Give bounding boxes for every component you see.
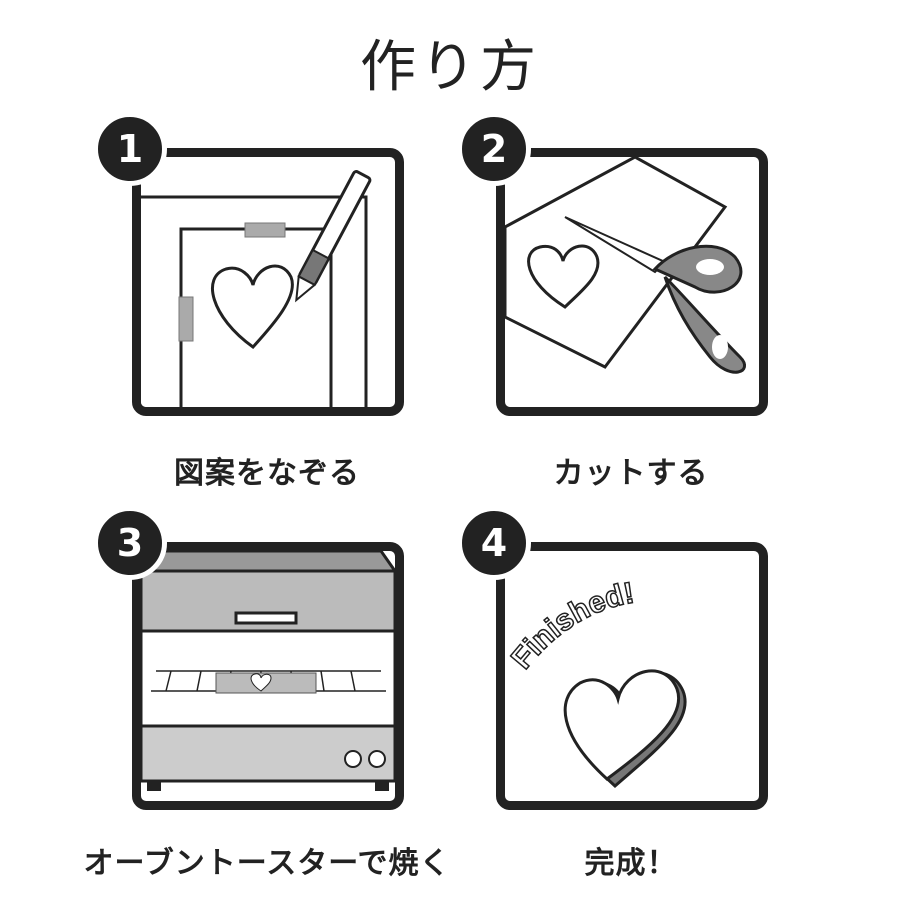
tracing-illustration [141, 170, 372, 407]
step-2-caption: カットする [553, 456, 709, 491]
page-title: 作り方 [360, 35, 540, 100]
step-3-number-badge: 3 [93, 506, 167, 580]
step-2-number-badge: 2 [457, 112, 531, 186]
toaster-oven-illustration [141, 551, 395, 791]
step-4-number-badge: 4 [457, 506, 531, 580]
step-3-illustration [132, 542, 404, 810]
finished-text: Finished! [505, 577, 636, 676]
cutting-illustration [505, 157, 747, 374]
step-3-caption: オーブントースターで焼く [83, 846, 451, 881]
step-1-number-badge: 1 [93, 112, 167, 186]
finished-heart-illustration: Finished! [505, 576, 687, 789]
step-2-illustration [496, 148, 768, 416]
step-1-illustration [132, 148, 404, 416]
step-4-illustration: Finished! [496, 542, 768, 810]
step-1-caption: 図案をなぞる [174, 456, 360, 491]
step-4-caption: 完成！ [584, 846, 678, 881]
